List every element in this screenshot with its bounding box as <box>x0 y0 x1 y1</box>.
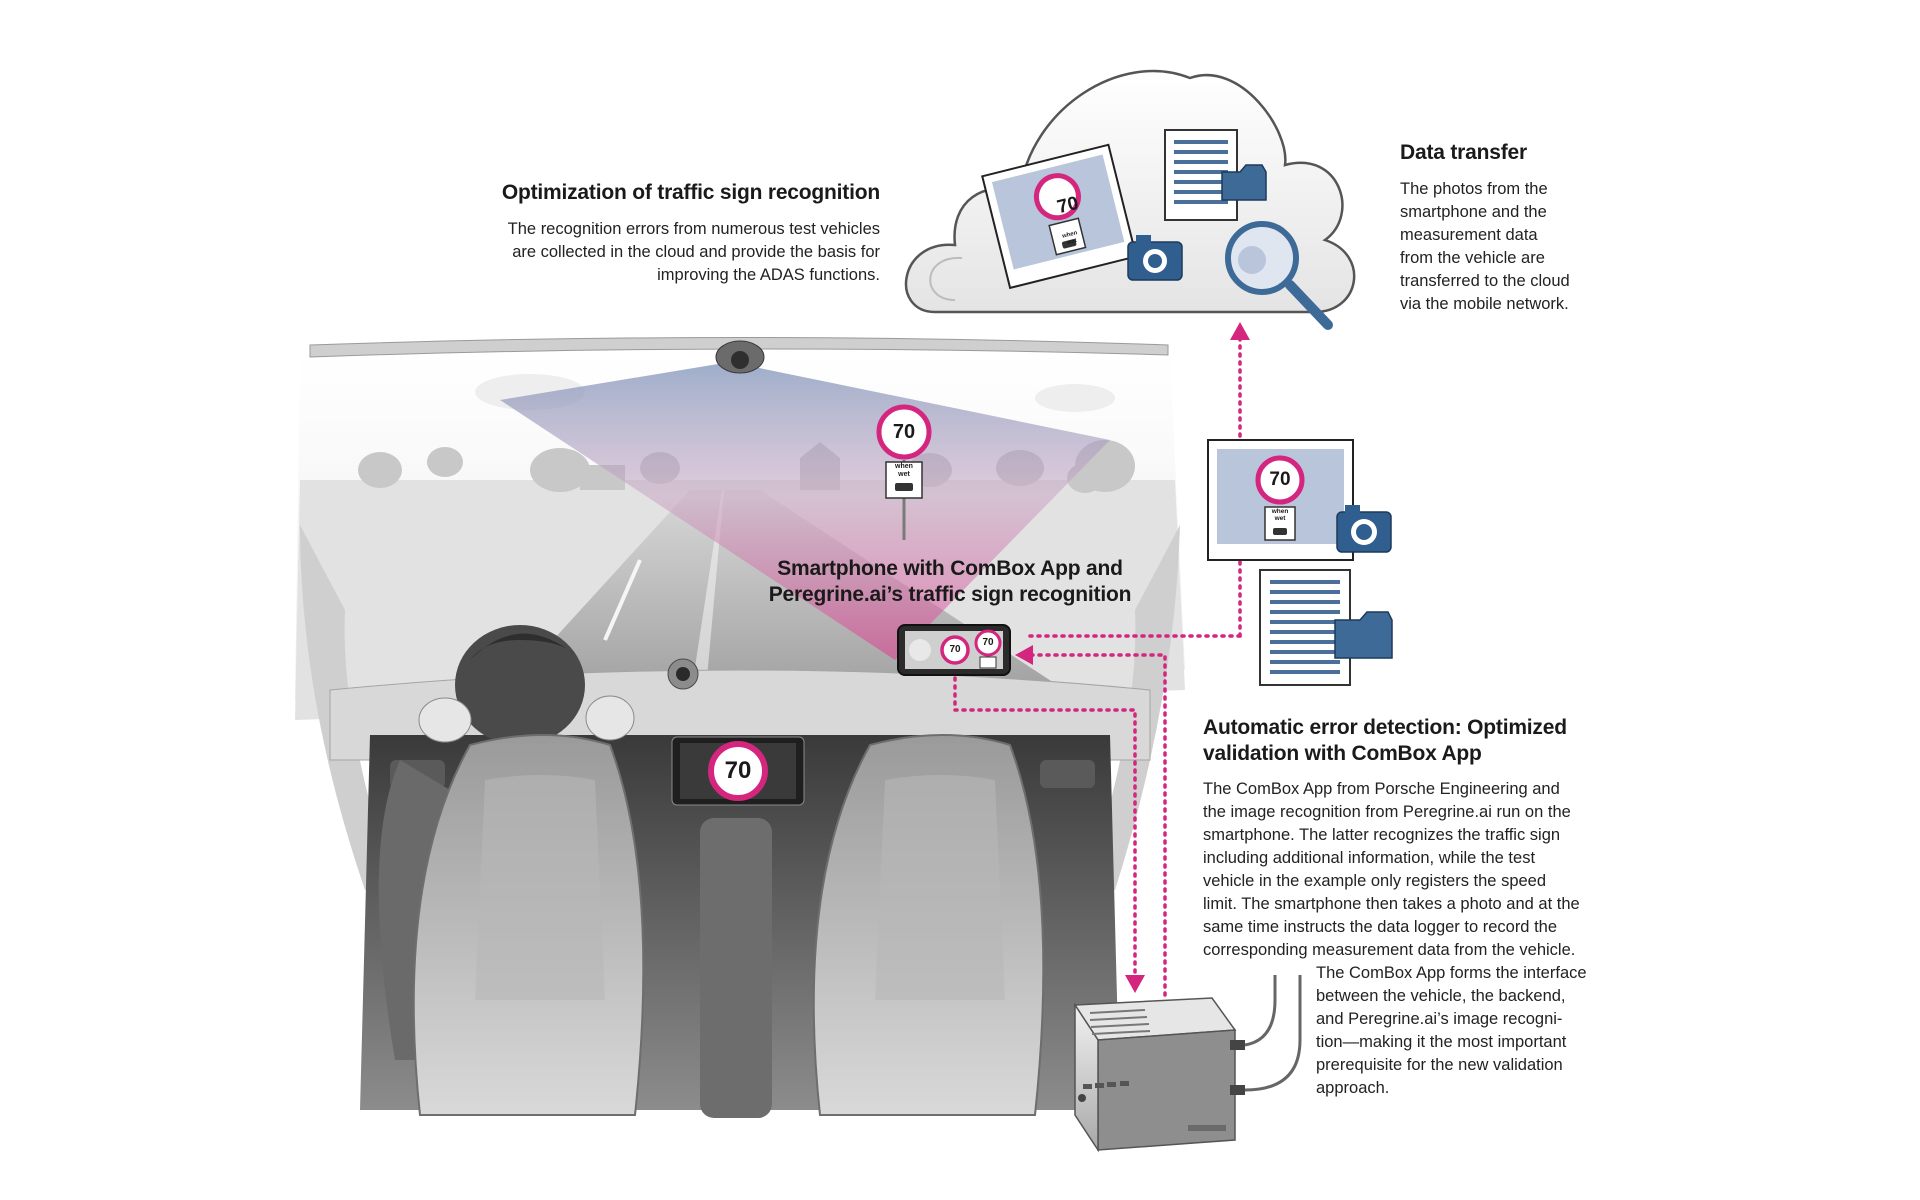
data-transfer-title: Data transfer <box>1400 141 1527 164</box>
photo-sign-number: 70 <box>1269 469 1291 490</box>
roadside-sign-supplement-1: when <box>895 463 913 470</box>
optimization-line-1: The recognition errors from numerous tes… <box>507 220 880 238</box>
error-detection-body: The ComBox App from Porsche Engineering … <box>1203 778 1623 962</box>
cloud-folder-icon <box>1221 164 1267 201</box>
cloud-document-icon <box>1164 129 1238 221</box>
data-logger-icon <box>1073 975 1302 1153</box>
error-detection-line-2: the image recognition from Peregrine.ai … <box>1203 803 1571 821</box>
phone-sign-number-1: 70 <box>949 644 961 655</box>
error-detection-line-9: The ComBox App forms the interface <box>1316 964 1587 982</box>
error-detection-title-line-2: validation with ComBox App <box>1203 742 1482 765</box>
roadside-sign-number: 70 <box>892 421 916 443</box>
error-detection-line-1: The ComBox App from Porsche Engineering … <box>1203 780 1560 798</box>
smartphone-label-line-1: Smartphone with ComBox App and <box>777 557 1123 580</box>
roadside-sign-supplement-2: wet <box>898 471 910 478</box>
error-detection-body-2: The ComBox App forms the interface betwe… <box>1316 962 1636 1100</box>
data-transfer-line-6: via the mobile network. <box>1400 295 1569 313</box>
data-transfer-line-2: smartphone and the <box>1400 203 1547 221</box>
folder-icon <box>1334 611 1393 659</box>
error-detection-line-5: vehicle in the example only registers th… <box>1203 872 1547 890</box>
data-transfer-line-1: The photos from the <box>1400 180 1548 198</box>
optimization-line-3: improving the ADAS functions. <box>657 266 880 284</box>
data-transfer-body: The photos from the smartphone and the m… <box>1400 178 1700 316</box>
data-transfer-line-4: from the vehicle are <box>1400 249 1545 267</box>
optimization-title: Optimization of traffic sign recognition <box>501 181 880 204</box>
error-detection-line-3: smartphone. The latter recognizes the tr… <box>1203 826 1561 844</box>
dashboard-sign-number: 70 <box>724 757 752 784</box>
cloud-camera-icon <box>1127 235 1183 281</box>
error-detection-title: Automatic error detection: Optimized val… <box>1203 715 1663 767</box>
error-detection-line-8: corresponding measurement data from the … <box>1203 941 1576 959</box>
cloud-photo-icon <box>981 143 1138 290</box>
magnifier-icon <box>1225 221 1333 330</box>
camera-icon <box>1336 505 1392 553</box>
photo-sign-supplement-1: when <box>1271 508 1289 515</box>
error-detection-line-12: tion—making it the most important <box>1316 1033 1567 1051</box>
error-detection-line-7: same time instructs the data logger to r… <box>1203 918 1558 936</box>
smartphone-label-line-2: Peregrine.ai’s traffic sign recognition <box>768 583 1132 606</box>
photo-icon <box>1207 439 1354 561</box>
data-transfer-line-5: transferred to the cloud <box>1400 272 1570 290</box>
optimization-line-2: are collected in the cloud and provide t… <box>512 243 880 261</box>
error-detection-line-11: and Peregrine.ai’s image recogni- <box>1316 1010 1563 1028</box>
smartphone-label: Smartphone with ComBox App and Peregrine… <box>730 556 1170 608</box>
error-detection-line-4: including additional information, while … <box>1203 849 1536 867</box>
error-detection-line-14: approach. <box>1316 1079 1390 1097</box>
roadside-sign <box>876 404 932 540</box>
car-interior <box>295 337 1185 1118</box>
optimization-body: The recognition errors from numerous tes… <box>380 218 880 287</box>
error-detection-line-13: prerequisite for the new validation <box>1316 1056 1563 1074</box>
phone-sign-number-2: 70 <box>982 637 994 648</box>
error-detection-title-line-1: Automatic error detection: Optimized <box>1203 716 1567 739</box>
smartphone-icon <box>897 624 1011 676</box>
dashboard-display-sign <box>708 741 768 801</box>
error-detection-line-10: between the vehicle, the backend, <box>1316 987 1566 1005</box>
flow-arrowheads <box>1015 322 1250 993</box>
photo-sign-supplement-2: wet <box>1274 515 1286 522</box>
data-transfer-line-3: measurement data <box>1400 226 1538 244</box>
error-detection-line-6: limit. The smartphone then takes a photo… <box>1203 895 1580 913</box>
